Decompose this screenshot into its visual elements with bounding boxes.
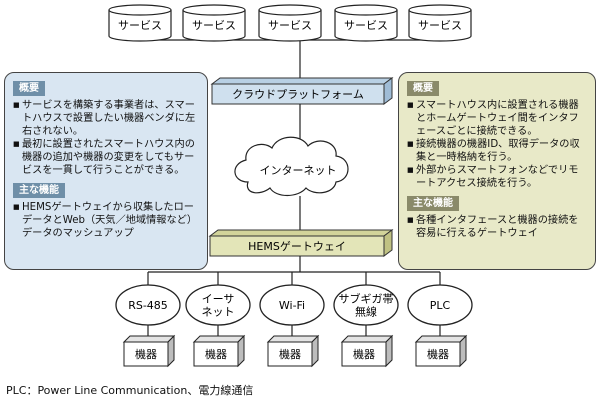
device-label: 機器 bbox=[353, 347, 375, 361]
interface-label: RS-485 bbox=[128, 299, 168, 312]
right-overview-list: スマートハウス内に設置される機器とホームゲートウェイ間をインタフェースごとに接続… bbox=[407, 99, 587, 190]
interface-label: ネット bbox=[202, 306, 235, 319]
interface-label: PLC bbox=[430, 299, 451, 312]
panel-bullet-item: 外部からスマートフォンなどでリモートアクセス接続を行う。 bbox=[407, 164, 587, 190]
right-info-panel: 概要 スマートハウス内に設置される機器とホームゲートウェイ間をインタフェースごと… bbox=[398, 72, 596, 270]
service-cylinder: サービス bbox=[182, 4, 246, 42]
right-function-list: 各種インタフェースと機器の接続を容易に行えるゲートウェイ bbox=[407, 214, 587, 240]
device-label: 機器 bbox=[279, 347, 301, 361]
interface-label: 無線 bbox=[355, 305, 377, 319]
device-box: 機器 bbox=[414, 334, 468, 368]
service-cylinders: サービス サービス サービス サービス サービス bbox=[108, 4, 472, 42]
service-label: サービス bbox=[118, 19, 162, 32]
device-boxes: 機器 機器 機器 機器 機器 bbox=[122, 334, 468, 368]
internet-cloud: インターネット bbox=[234, 136, 349, 197]
service-label: サービス bbox=[344, 19, 388, 32]
left-function-list: HEMSゲートウェイから収集したローデータとWeb（天気／地域情報など）データの… bbox=[13, 201, 199, 240]
panel-bullet-item: サービスを構築する事業者は、スマートハウスで設置したい機器ベンダに左右されない。 bbox=[13, 99, 199, 138]
device-box: 機器 bbox=[266, 334, 320, 368]
panel-bullet-item: 最初に設置されたスマートハウス内の機器の追加や機器の変更をしてもサービスを一貫し… bbox=[13, 138, 199, 177]
interface-label: サブギガ帯 bbox=[339, 292, 394, 306]
device-box: 機器 bbox=[122, 334, 176, 368]
footnote-caption: PLC：Power Line Communication、電力線通信 bbox=[6, 384, 254, 397]
cloud-platform-bar: クラウドプラットフォーム bbox=[210, 77, 394, 105]
service-cylinder: サービス bbox=[258, 4, 322, 42]
service-cylinder: サービス bbox=[108, 4, 172, 42]
panel-bullet-item: 接続機器の機器ID、取得データの収集と一時格納を行う。 bbox=[407, 138, 587, 164]
interface-node: Wi-Fi bbox=[259, 272, 325, 340]
cloud-platform-label: クラウドプラットフォーム bbox=[232, 88, 364, 101]
panel-bullet-item: 各種インタフェースと機器の接続を容易に行えるゲートウェイ bbox=[407, 214, 587, 240]
interface-node: RS-485 bbox=[115, 272, 181, 340]
hems-gateway-bar: HEMSゲートウェイ bbox=[208, 229, 394, 257]
device-label: 機器 bbox=[135, 347, 157, 361]
service-cylinder: サービス bbox=[408, 4, 472, 42]
interface-label: Wi-Fi bbox=[279, 299, 305, 312]
interface-label: イーサ bbox=[202, 293, 235, 306]
right-function-title: 主な機能 bbox=[407, 196, 459, 211]
service-label: サービス bbox=[418, 19, 462, 32]
service-label: サービス bbox=[192, 19, 236, 32]
device-label: 機器 bbox=[427, 347, 449, 361]
left-overview-list: サービスを構築する事業者は、スマートハウスで設置したい機器ベンダに左右されない。… bbox=[13, 99, 199, 177]
right-overview-title: 概要 bbox=[407, 81, 439, 96]
device-box: 機器 bbox=[192, 334, 246, 368]
service-cylinder: サービス bbox=[334, 4, 398, 42]
hems-gateway-label: HEMSゲートウェイ bbox=[248, 240, 346, 253]
left-function-title: 主な機能 bbox=[13, 183, 65, 198]
interface-node: PLC bbox=[407, 272, 473, 340]
device-box: 機器 bbox=[340, 334, 394, 368]
left-overview-title: 概要 bbox=[13, 81, 45, 96]
device-label: 機器 bbox=[205, 347, 227, 361]
left-info-panel: 概要 サービスを構築する事業者は、スマートハウスで設置したい機器ベンダに左右され… bbox=[4, 72, 208, 270]
service-label: サービス bbox=[268, 19, 312, 32]
panel-bullet-item: スマートハウス内に設置される機器とホームゲートウェイ間をインタフェースごとに接続… bbox=[407, 99, 587, 138]
panel-bullet-item: HEMSゲートウェイから収集したローデータとWeb（天気／地域情報など）データの… bbox=[13, 201, 199, 240]
internet-label: インターネット bbox=[260, 164, 337, 177]
